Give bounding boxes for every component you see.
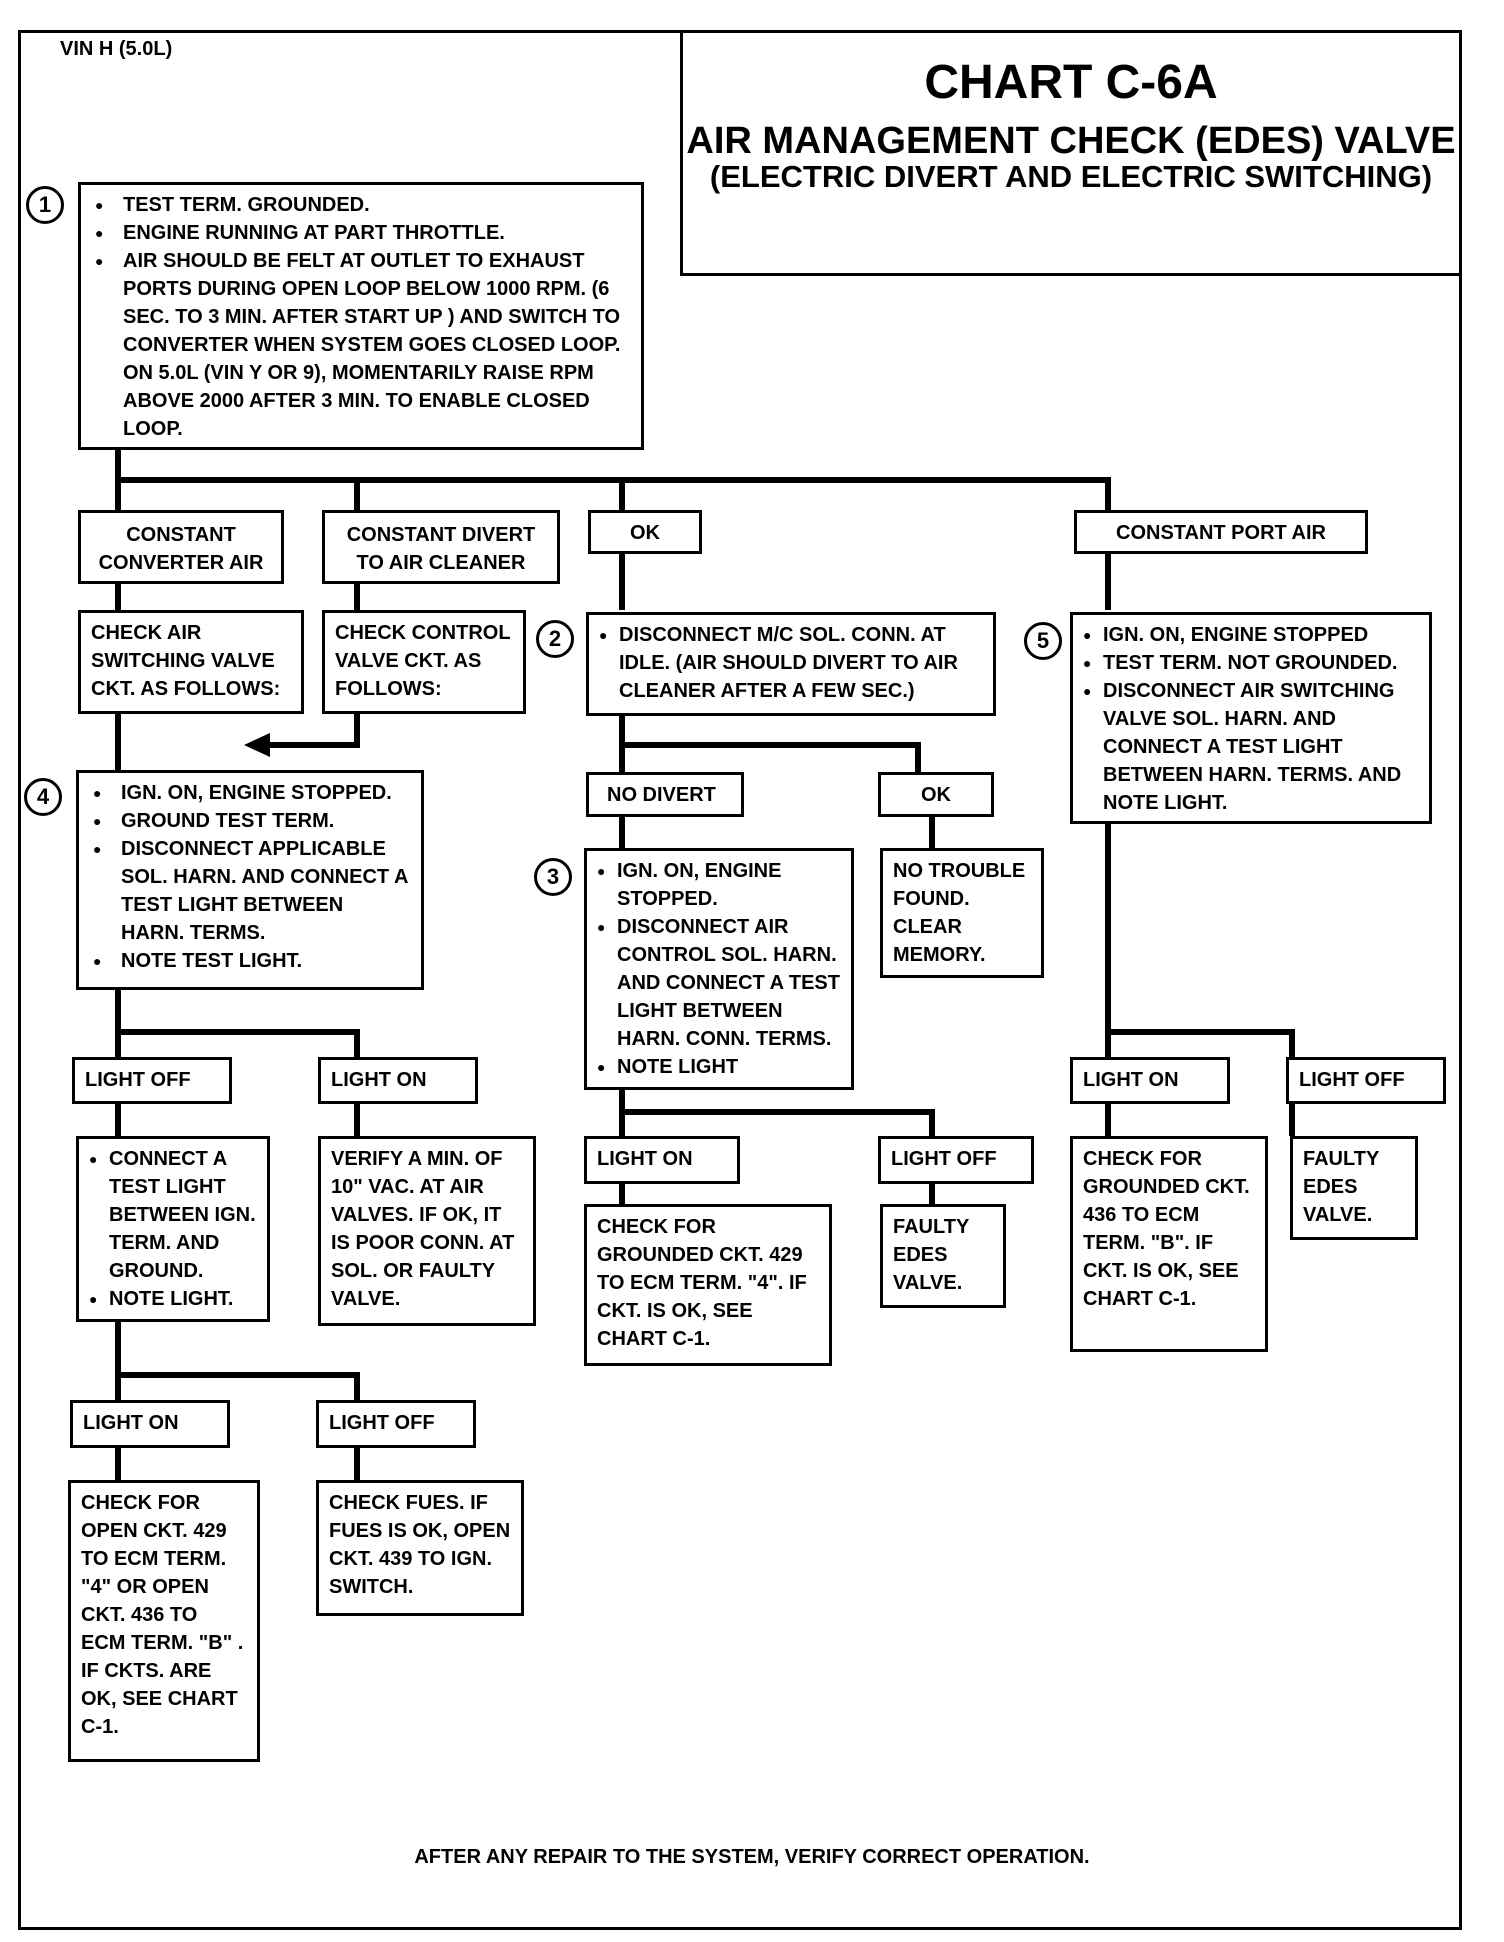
step1-box: TEST TERM. GROUNDED. ENGINE RUNNING AT P… bbox=[78, 182, 644, 450]
no-divert-label: NO DIVERT bbox=[586, 772, 744, 817]
step3-light-off-result: FAULTY EDES VALVE. bbox=[880, 1204, 1006, 1308]
connect-item: CONNECT A TEST LIGHT BETWEEN IGN. TERM. … bbox=[89, 1145, 257, 1285]
step5-light-on-label: LIGHT ON bbox=[1070, 1057, 1230, 1104]
step5-box: IGN. ON, ENGINE STOPPED TEST TERM. NOT G… bbox=[1070, 612, 1432, 824]
result-constant-port-air: CONSTANT PORT AIR bbox=[1074, 510, 1368, 554]
step-marker-2: 2 bbox=[536, 620, 574, 658]
result-ok: OK bbox=[588, 510, 702, 554]
step-marker-1: 1 bbox=[26, 186, 64, 224]
step2-item: DISCONNECT M/C SOL. CONN. AT IDLE. (AIR … bbox=[599, 621, 983, 705]
step3-light-on-label: LIGHT ON bbox=[584, 1136, 740, 1184]
check-air-switching-box: CHECK AIR SWITCHING VALVE CKT. AS FOLLOW… bbox=[78, 610, 304, 714]
footer-note: AFTER ANY REPAIR TO THE SYSTEM, VERIFY C… bbox=[414, 1846, 1090, 1868]
step4-light-off-label: LIGHT OFF bbox=[72, 1057, 232, 1104]
step4-item: DISCONNECT APPLICABLE SOL. HARN. AND CON… bbox=[89, 835, 411, 947]
step1-item: TEST TERM. GROUNDED. bbox=[91, 191, 631, 219]
no-trouble-box: NO TROUBLE FOUND. CLEAR MEMORY. bbox=[880, 848, 1044, 978]
title-box: CHART C-6A AIR MANAGEMENT CHECK (EDES) V… bbox=[680, 30, 1462, 276]
step4-box: IGN. ON, ENGINE STOPPED. GROUND TEST TER… bbox=[76, 770, 424, 990]
step1-item: ENGINE RUNNING AT PART THROTTLE. bbox=[91, 219, 631, 247]
step3-light-off-label: LIGHT OFF bbox=[878, 1136, 1034, 1184]
step3-item: NOTE LIGHT bbox=[597, 1053, 841, 1081]
connect-item: NOTE LIGHT. bbox=[89, 1285, 257, 1313]
step2-box: DISCONNECT M/C SOL. CONN. AT IDLE. (AIR … bbox=[586, 612, 996, 716]
step5-light-off-label: LIGHT OFF bbox=[1286, 1057, 1446, 1104]
step4-item: GROUND TEST TERM. bbox=[89, 807, 411, 835]
chart-title: AIR MANAGEMENT CHECK (EDES) VALVE bbox=[686, 120, 1456, 162]
check-fuse-box: CHECK FUES. IF FUES IS OK, OPEN CKT. 439… bbox=[316, 1480, 524, 1616]
step4-light-off-2-label: LIGHT OFF bbox=[316, 1400, 476, 1448]
result-constant-divert: CONSTANT DIVERT TO AIR CLEANER bbox=[322, 510, 560, 584]
verify-vacuum-box: VERIFY A MIN. OF 10" VAC. AT AIR VALVES.… bbox=[318, 1136, 536, 1326]
step5-light-on-result: CHECK FOR GROUNDED CKT. 436 TO ECM TERM.… bbox=[1070, 1136, 1268, 1352]
step5-item: TEST TERM. NOT GROUNDED. bbox=[1083, 649, 1419, 677]
step4-item: IGN. ON, ENGINE STOPPED. bbox=[89, 779, 411, 807]
result-constant-converter-air: CONSTANT CONVERTER AIR bbox=[78, 510, 284, 584]
check-control-valve-box: CHECK CONTROL VALVE CKT. AS FOLLOWS: bbox=[322, 610, 526, 714]
vin-label: VIN H (5.0L) bbox=[60, 38, 173, 60]
step3-item: DISCONNECT AIR CONTROL SOL. HARN. AND CO… bbox=[597, 913, 841, 1053]
chart-id: CHART C-6A bbox=[924, 56, 1218, 109]
chart-subtitle: (ELECTRIC DIVERT AND ELECTRIC SWITCHING) bbox=[709, 159, 1433, 194]
step5-item: DISCONNECT AIR SWITCHING VALVE SOL. HARN… bbox=[1083, 677, 1419, 817]
step4-light-on-2-label: LIGHT ON bbox=[70, 1400, 230, 1448]
connect-test-light-box: CONNECT A TEST LIGHT BETWEEN IGN. TERM. … bbox=[76, 1136, 270, 1322]
step2-ok-label: OK bbox=[878, 772, 994, 817]
arrow-head bbox=[244, 733, 270, 757]
step4-item: NOTE TEST LIGHT. bbox=[89, 947, 411, 975]
step-marker-4: 4 bbox=[24, 778, 62, 816]
step5-item: IGN. ON, ENGINE STOPPED bbox=[1083, 621, 1419, 649]
step-marker-3: 3 bbox=[534, 858, 572, 896]
step3-light-on-result: CHECK FOR GROUNDED CKT. 429 TO ECM TERM.… bbox=[584, 1204, 832, 1366]
step-marker-5: 5 bbox=[1024, 622, 1062, 660]
step3-box: IGN. ON, ENGINE STOPPED. DISCONNECT AIR … bbox=[584, 848, 854, 1090]
step3-item: IGN. ON, ENGINE STOPPED. bbox=[597, 857, 841, 913]
step4-light-on-label: LIGHT ON bbox=[318, 1057, 478, 1104]
step5-light-off-result: FAULTY EDES VALVE. bbox=[1290, 1136, 1418, 1240]
open-ckt-box: CHECK FOR OPEN CKT. 429 TO ECM TERM. "4"… bbox=[68, 1480, 260, 1762]
step1-item: AIR SHOULD BE FELT AT OUTLET TO EXHAUST … bbox=[91, 247, 631, 443]
